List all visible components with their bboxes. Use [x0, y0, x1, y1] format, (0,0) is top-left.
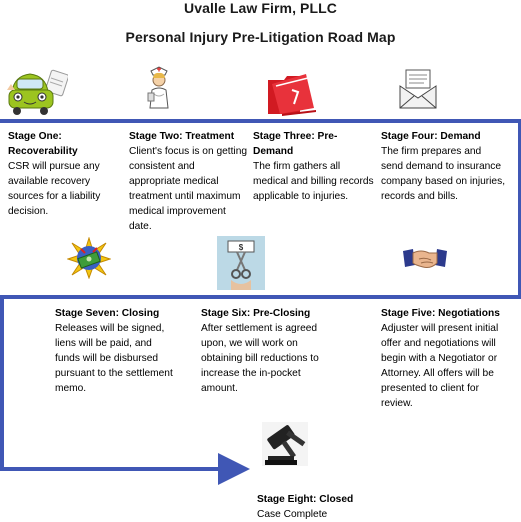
road-line	[0, 119, 521, 485]
scissors-icon: $	[217, 236, 265, 290]
money-icon	[67, 237, 111, 279]
handshake-icon	[403, 249, 447, 268]
stage-three-text: The firm gathers all medical and billing…	[253, 161, 374, 202]
stage-three-title: Stage Three: Pre-Demand	[253, 131, 338, 157]
stage-two-text: Client's focus is on getting consistent …	[129, 146, 248, 232]
stage-one-text: CSR will pursue any available recovery s…	[8, 161, 101, 217]
stage-two: Stage Two: Treatment Client's focus is o…	[129, 129, 249, 234]
stage-five-text: Adjuster will present initial offer and …	[381, 323, 499, 409]
envelope-icon	[399, 69, 437, 109]
stage-five: Stage Five: Negotiations Adjuster will p…	[381, 306, 506, 411]
stage-eight-text: Case Complete	[257, 509, 328, 520]
stage-eight: Stage Eight: Closed Case Complete	[257, 492, 377, 522]
folder-icon	[268, 74, 316, 116]
stage-four: Stage Four: Demand The firm prepares and…	[381, 129, 506, 204]
stage-four-title: Stage Four: Demand	[381, 131, 481, 142]
gavel-icon	[262, 422, 308, 466]
stage-seven-text: Releases will be signed, liens will be p…	[55, 323, 173, 394]
stage-one: Stage One: Recoverability CSR will pursu…	[8, 129, 126, 219]
stage-three: Stage Three: Pre-Demand The firm gathers…	[253, 129, 375, 204]
svg-text:$: $	[239, 243, 244, 252]
stage-two-title: Stage Two: Treatment	[129, 131, 235, 142]
stage-six-title: Stage Six: Pre-Closing	[201, 308, 311, 319]
stage-four-text: The firm prepares and send demand to ins…	[381, 146, 506, 202]
stage-seven-title: Stage Seven: Closing	[55, 308, 160, 319]
car-icon	[7, 69, 68, 115]
stage-six-text: After settlement is agreed upon, we will…	[201, 323, 319, 394]
stage-eight-title: Stage Eight: Closed	[257, 494, 354, 505]
stage-five-title: Stage Five: Negotiations	[381, 308, 500, 319]
stage-one-title: Stage One: Recoverability	[8, 131, 78, 157]
nurse-icon	[147, 66, 169, 109]
stage-six: Stage Six: Pre-Closing After settlement …	[201, 306, 336, 396]
stage-seven: Stage Seven: Closing Releases will be si…	[55, 306, 175, 396]
firm-name: Uvalle Law Firm, PLLC	[183, 0, 338, 16]
page-title: Personal Injury Pre-Litigation Road Map	[125, 29, 396, 45]
